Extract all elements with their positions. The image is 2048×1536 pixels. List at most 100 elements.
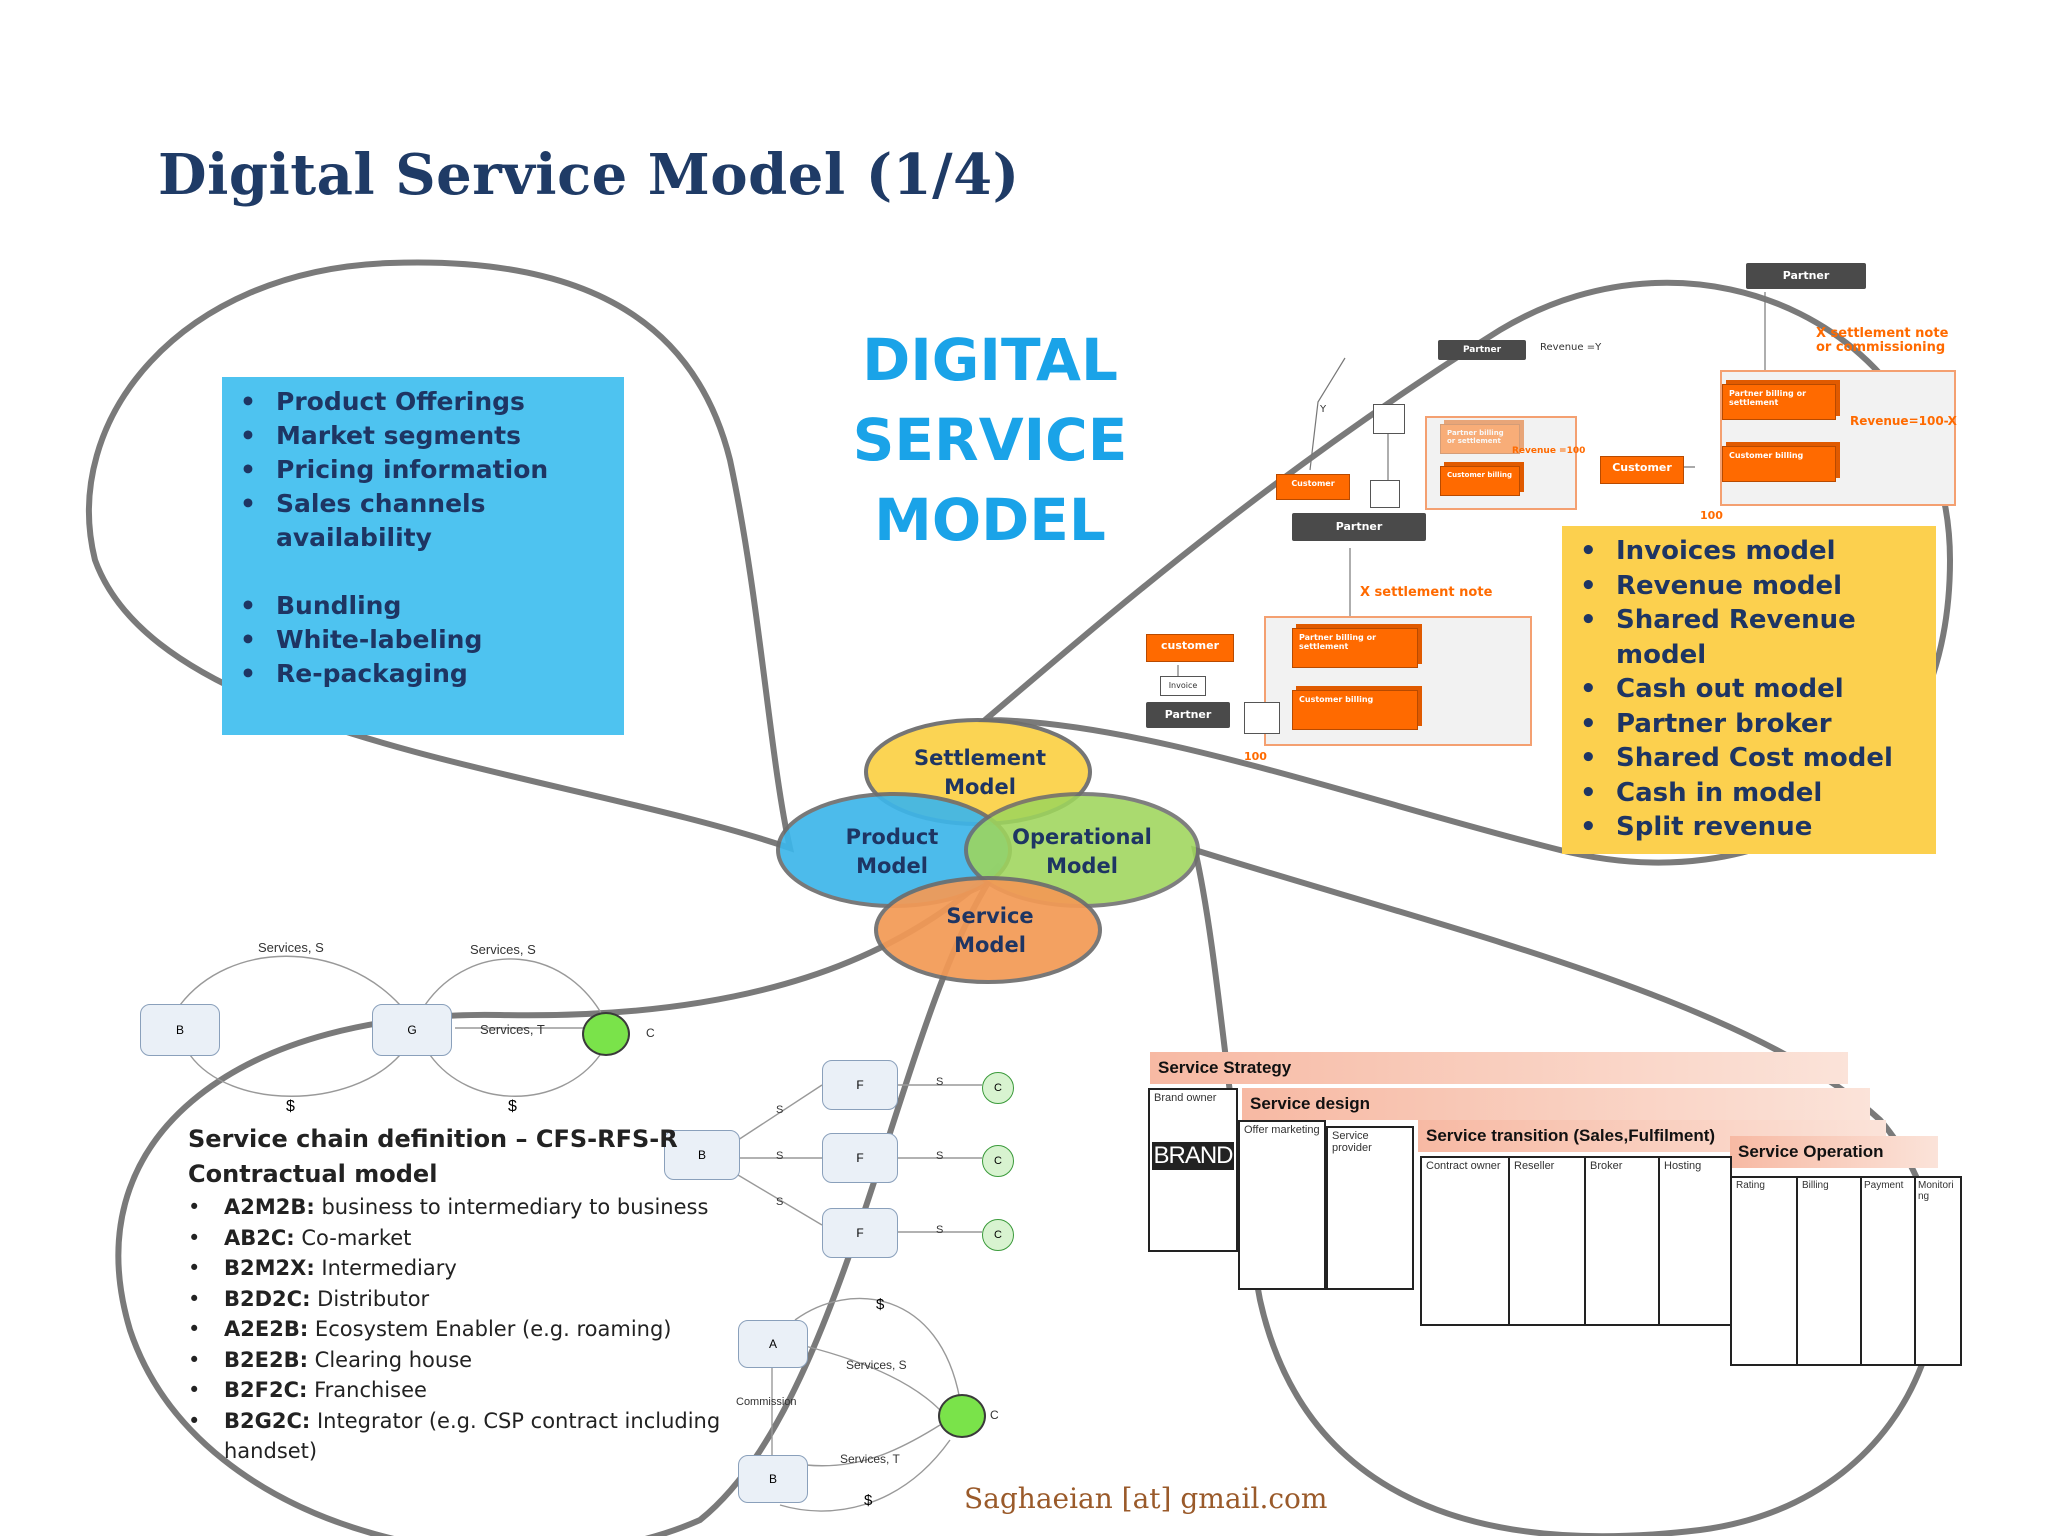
dollar-label: $ bbox=[876, 1296, 885, 1313]
node-b: B bbox=[140, 1004, 220, 1056]
petal-bottom-left bbox=[115, 862, 1003, 1536]
s-label: S bbox=[776, 1196, 784, 1208]
payment-column: Payment bbox=[1860, 1176, 1916, 1366]
partner-billing-block-lower: Partner billing or settlement bbox=[1292, 628, 1418, 668]
model-code: AB2C: bbox=[224, 1225, 295, 1250]
node-f: F bbox=[822, 1133, 898, 1183]
rating-column: Rating bbox=[1730, 1176, 1798, 1366]
hundred-label: 100 bbox=[1700, 509, 1723, 522]
label-line: Model bbox=[856, 854, 928, 878]
credit-email: Saghaeian [at] gmail.com bbox=[964, 1482, 1328, 1515]
service-operation-band: Service Operation bbox=[1730, 1136, 1938, 1168]
list-item: A2E2B: Ecosystem Enabler (e.g. roaming) bbox=[188, 1314, 748, 1345]
list-item: Market segments bbox=[222, 419, 624, 453]
list-item: AB2C: Co-market bbox=[188, 1223, 748, 1254]
service-chain-right-arrows bbox=[737, 1084, 982, 1512]
services-t-label: Services, T bbox=[480, 1022, 545, 1037]
label-line: Model bbox=[954, 933, 1026, 957]
contractual-model-heading: Contractual model bbox=[188, 1160, 438, 1188]
node-f: F bbox=[822, 1060, 898, 1110]
model-code: B2G2C: bbox=[224, 1408, 311, 1433]
petal-top-right bbox=[976, 279, 1954, 866]
service-chain-heading: Service chain definition – CFS-RFS-R bbox=[188, 1125, 678, 1153]
s-label: S bbox=[936, 1076, 944, 1088]
frog-icon bbox=[582, 1012, 630, 1056]
node-c-label: C bbox=[990, 1408, 999, 1422]
settlement-model-label: Settlement Model bbox=[900, 744, 1060, 802]
node-a: A bbox=[738, 1320, 808, 1368]
list-item: B2G2C: Integrator (e.g. CSP contract inc… bbox=[188, 1406, 748, 1467]
column-header: Hosting bbox=[1664, 1160, 1702, 1172]
revenue-100x-label: Revenue=100-X bbox=[1850, 414, 1957, 428]
list-item: B2E2B: Clearing house bbox=[188, 1345, 748, 1376]
node-f: F bbox=[822, 1208, 898, 1258]
model-code: B2E2B: bbox=[224, 1347, 308, 1372]
s-label: S bbox=[936, 1224, 944, 1236]
operational-model-label: Operational Model bbox=[1002, 823, 1162, 881]
list-item: Product Offerings bbox=[222, 385, 624, 419]
services-s-label: Services, S bbox=[470, 942, 536, 957]
column-header: Service provider bbox=[1332, 1130, 1372, 1154]
list-item: B2F2C: Franchisee bbox=[188, 1375, 748, 1406]
services-s-label: Services, S bbox=[258, 940, 324, 955]
list-item: Shared Revenue model bbox=[1562, 603, 1936, 672]
s-label: S bbox=[936, 1150, 944, 1162]
column-header: Payment bbox=[1864, 1180, 1904, 1191]
list-item: Revenue model bbox=[1562, 569, 1936, 604]
services-s-label: Services, S bbox=[846, 1358, 907, 1372]
service-provider-column: Service provider bbox=[1326, 1126, 1414, 1290]
list-item: Pricing information bbox=[222, 453, 624, 487]
dollar-label: $ bbox=[508, 1098, 517, 1115]
list-item: Sales channels availability bbox=[222, 487, 624, 555]
node-g: G bbox=[372, 1004, 452, 1056]
model-desc: Franchisee bbox=[314, 1378, 427, 1402]
model-desc: Distributor bbox=[317, 1286, 430, 1311]
title-line: DIGITAL bbox=[862, 326, 1118, 394]
column-header: Contract owner bbox=[1426, 1160, 1501, 1172]
model-code: A2E2B: bbox=[224, 1317, 309, 1341]
node-c: C bbox=[982, 1219, 1014, 1251]
ghost-billing-block: Partner billing or settlement bbox=[1440, 424, 1520, 454]
customer-box-small: Customer bbox=[1276, 474, 1350, 500]
column-header: Offer marketing bbox=[1244, 1124, 1320, 1136]
customer-billing-block-lower: Customer billing bbox=[1292, 690, 1418, 730]
customer-box-lower: customer bbox=[1146, 634, 1234, 662]
invoice-icon bbox=[1373, 404, 1405, 434]
label-line: Model bbox=[1046, 854, 1118, 878]
broker-column: Broker bbox=[1584, 1156, 1660, 1326]
invoice-label: Invoice bbox=[1160, 676, 1206, 696]
list-item: Re-packaging bbox=[222, 657, 624, 691]
invoice-icon bbox=[1244, 702, 1280, 734]
customer-billing-block-small: Customer billing bbox=[1440, 466, 1520, 496]
dollar-label: $ bbox=[864, 1492, 873, 1509]
label-line: Operational bbox=[1012, 825, 1152, 849]
frog-icon bbox=[938, 1394, 986, 1438]
list-item: B2D2C: Distributor bbox=[188, 1284, 748, 1315]
title-line: SERVICE bbox=[852, 406, 1128, 474]
list-item: Split revenue bbox=[1562, 810, 1936, 845]
node-c: C bbox=[982, 1072, 1014, 1104]
partner-box: Partner bbox=[1746, 263, 1866, 289]
model-code: B2D2C: bbox=[224, 1286, 311, 1311]
list-item: Partner broker bbox=[1562, 707, 1936, 742]
s-label: S bbox=[776, 1150, 784, 1162]
label-line: Service bbox=[946, 904, 1034, 928]
contractual-model: Service chain definition – CFS-RFS-R Con… bbox=[188, 1122, 748, 1467]
billing-column: Billing bbox=[1796, 1176, 1862, 1366]
hosting-column: Hosting bbox=[1658, 1156, 1732, 1326]
service-model-ellipse bbox=[874, 876, 1102, 984]
brand-logo: BRAND bbox=[1152, 1142, 1234, 1170]
services-t-label: Services, T bbox=[840, 1452, 900, 1466]
column-header: Monitoring bbox=[1918, 1180, 1954, 1202]
page-title: Digital Service Model (1/4) bbox=[158, 142, 1020, 208]
product-offerings-box: Product Offerings Market segments Pricin… bbox=[222, 377, 624, 735]
model-code: B2M2X: bbox=[224, 1256, 315, 1280]
reseller-column: Reseller bbox=[1508, 1156, 1586, 1326]
label-line: Product bbox=[845, 825, 939, 849]
list-item: Bundling bbox=[222, 589, 624, 623]
revenue-100-label: Revenue =100 bbox=[1512, 446, 1586, 456]
column-header: Brand owner bbox=[1154, 1092, 1217, 1104]
dollar-label: $ bbox=[286, 1098, 295, 1115]
node-c-label: C bbox=[646, 1026, 655, 1040]
